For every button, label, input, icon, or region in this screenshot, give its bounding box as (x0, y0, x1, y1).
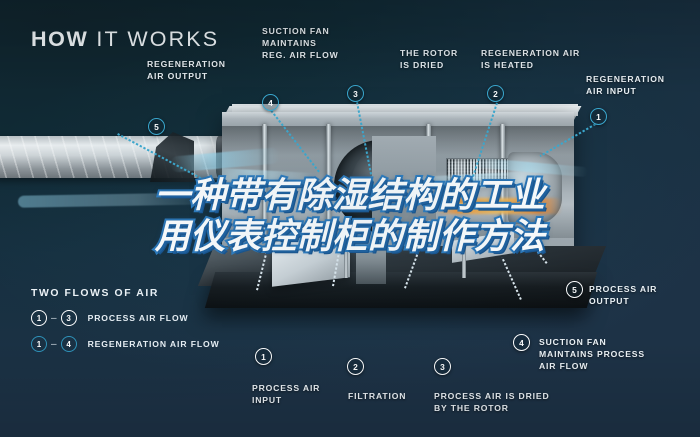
callout-regen-air-heated-badge[interactable]: 2 (487, 85, 504, 102)
callout-process-air-output-badge[interactable]: 5 (566, 281, 583, 298)
legend-badge-to: 4 (60, 336, 77, 352)
dehumidifier-illustration (0, 96, 700, 341)
equipment-base-plinth (204, 272, 598, 308)
electric-heater-coil (454, 203, 546, 208)
callout-rotor-dried-badge[interactable]: 3 (347, 85, 364, 102)
legend-item-regeneration-air-flow[interactable]: 1 – 4 REGENERATION AIR FLOW (31, 336, 220, 352)
page-title: HOW IT WORKS (31, 27, 219, 52)
page-title-rest: IT WORKS (96, 27, 220, 51)
callout-filtration-badge[interactable]: 2 (347, 358, 364, 375)
legend-badge-from: 1 (31, 336, 47, 352)
legend-item-process-air-flow[interactable]: 1 – 3 PROCESS AIR FLOW (31, 310, 220, 326)
callout-process-air-input-badge[interactable]: 1 (255, 348, 272, 365)
callout-suction-fan-reg-label: SUCTION FAN MAINTAINS REG. AIR FLOW (262, 26, 339, 61)
callout-regen-air-heated-label: REGENERATION AIR IS HEATED (481, 48, 581, 71)
legend: TWO FLOWS OF AIR 1 – 3 PROCESS AIR FLOW … (31, 288, 220, 362)
callout-filtration-label: FILTRATION (348, 391, 407, 401)
vertical-pipe (344, 228, 348, 278)
callout-process-air-dried-badge[interactable]: 3 (434, 358, 451, 375)
callout-regeneration-air-output-badge[interactable]: 5 (148, 118, 165, 135)
legend-label: REGENERATION AIR FLOW (87, 339, 220, 349)
callout-rotor-dried-label: THE ROTOR IS DRIED (400, 48, 459, 71)
callout-process-air-output-label: PROCESS AIR OUTPUT (589, 284, 658, 307)
callout-process-air-dried-label: PROCESS AIR IS DRIED BY THE ROTOR (434, 391, 550, 414)
legend-dash: – (51, 338, 57, 350)
legend-badge-from: 1 (31, 310, 47, 326)
panel-divider (326, 124, 331, 240)
callout-regeneration-air-output-label: REGENERATION AIR OUTPUT (147, 59, 226, 82)
callout-suction-fan-process-badge[interactable]: 4 (513, 334, 530, 351)
callout-suction-fan-process-label: SUCTION FAN MAINTAINS PROCESS AIR FLOW (539, 337, 645, 372)
callout-process-air-input-label: PROCESS AIR INPUT (252, 383, 321, 406)
airflow-ribbon (17, 192, 219, 208)
legend-label: PROCESS AIR FLOW (87, 313, 189, 323)
callout-regen-air-input-badge[interactable]: 1 (590, 108, 607, 125)
legend-badge-to: 3 (60, 310, 77, 326)
callout-suction-fan-reg-badge[interactable]: 4 (262, 94, 279, 111)
callout-regen-air-input-label: REGENERATION AIR INPUT (586, 74, 665, 97)
internal-component-box (356, 232, 386, 284)
vertical-pipe (462, 228, 466, 278)
legend-title: TWO FLOWS OF AIR (31, 288, 159, 299)
legend-dash: – (51, 312, 57, 324)
page-title-bold: HOW (31, 27, 89, 51)
